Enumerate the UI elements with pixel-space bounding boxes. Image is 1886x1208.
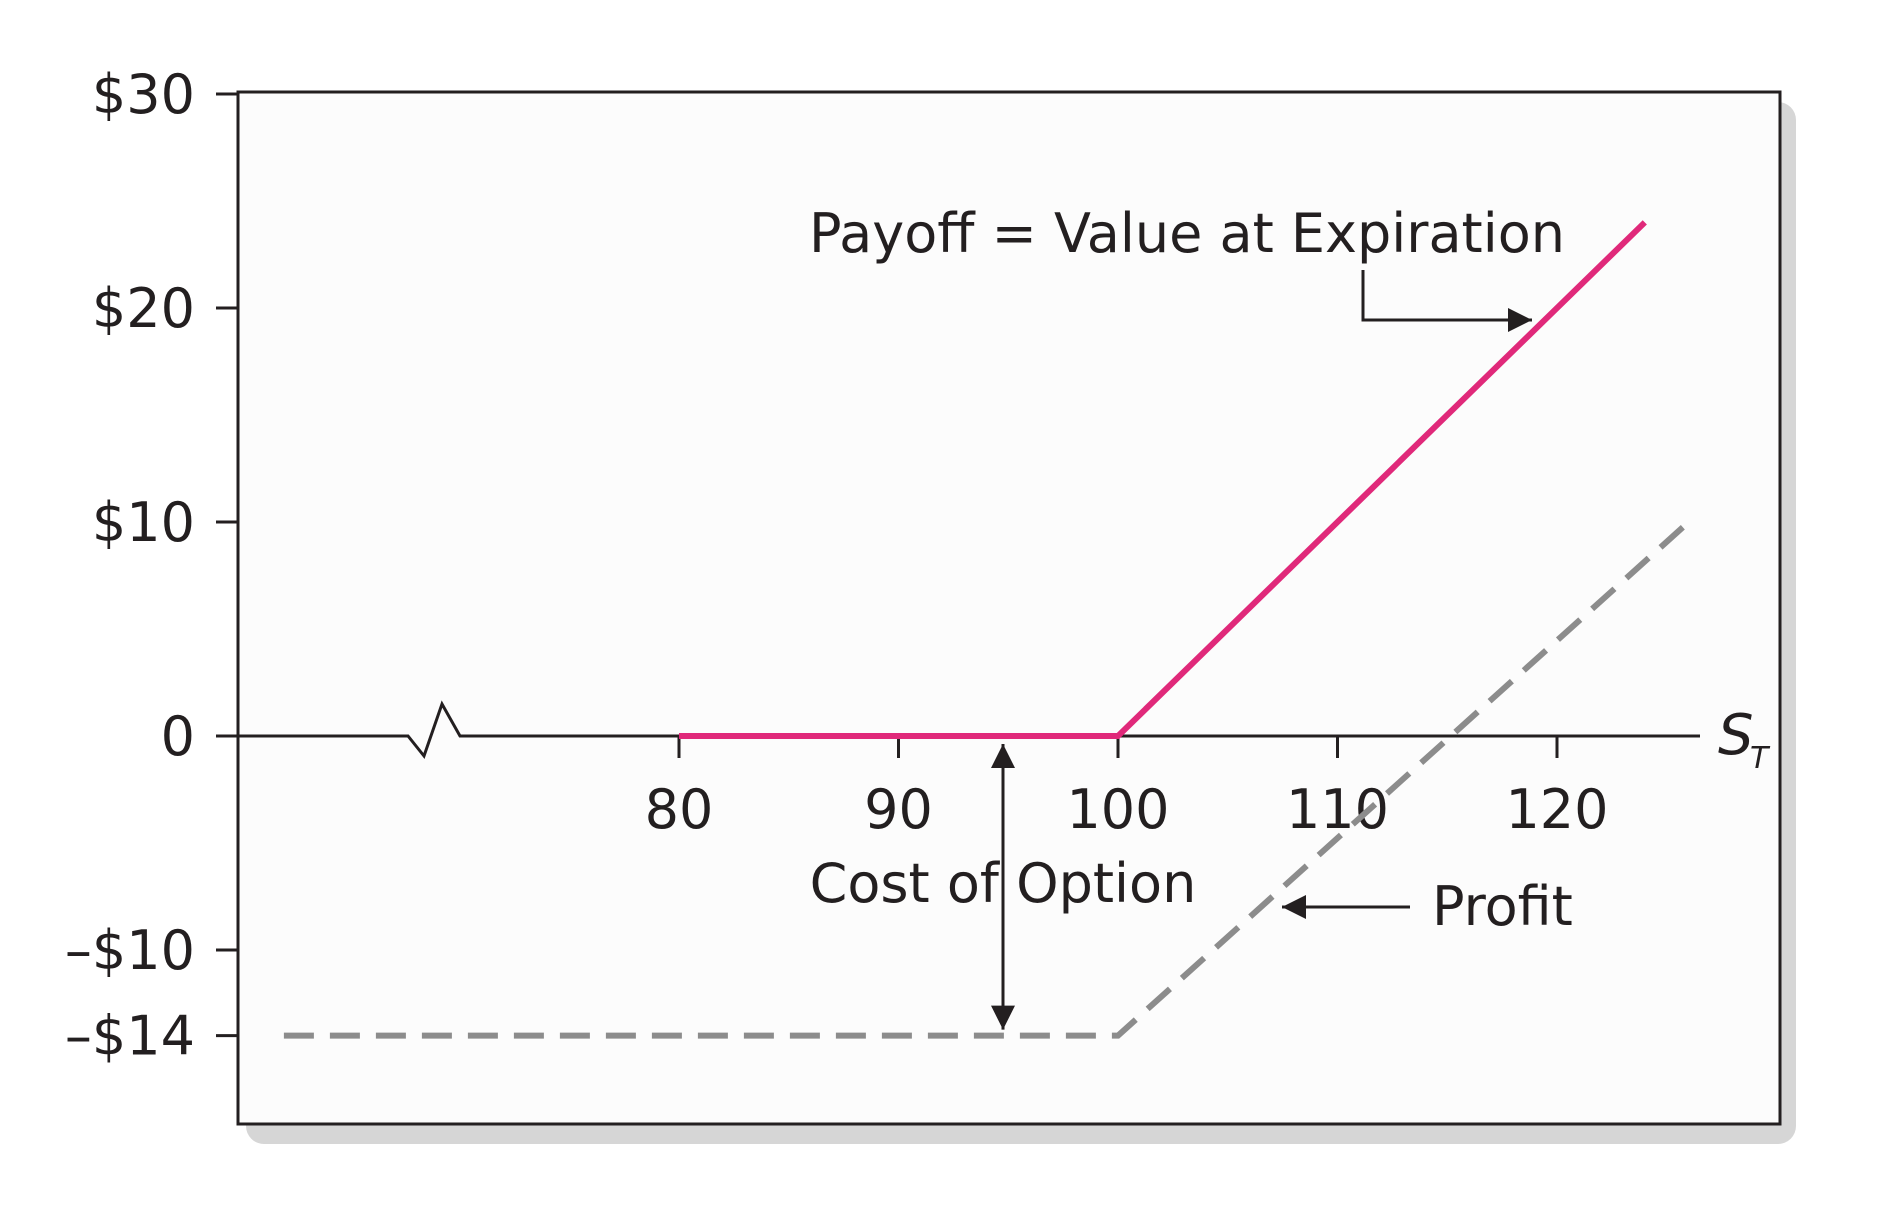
y-tick-label: –$14 [65,1005,195,1068]
profit-line [283,519,1691,1039]
y-tick-label: $30 [92,63,195,126]
y-tick-label: –$10 [65,919,195,982]
payoff-line [679,220,1647,739]
x-tick-label: 100 [1066,778,1169,841]
y-tick-label: 0 [161,705,195,768]
payoff-label: Payoff = Value at Expiration [809,202,1565,265]
x-axis-line [238,700,1700,760]
payoff-leader-arrow [1361,270,1532,332]
y-tick-label: $20 [92,277,195,340]
x-tick-label: 120 [1505,778,1608,841]
plot-frame [236,90,1782,1126]
x-axis-name: S [1718,703,1754,768]
x-tick-label: 90 [864,778,933,841]
profit-label: Profit [1432,875,1573,938]
y-tick-label: $10 [92,491,195,554]
cost-of-option-label: Cost of Option [810,852,1197,915]
x-axis-name-subscript: T [1750,741,1771,776]
x-tick-label: 80 [645,778,714,841]
